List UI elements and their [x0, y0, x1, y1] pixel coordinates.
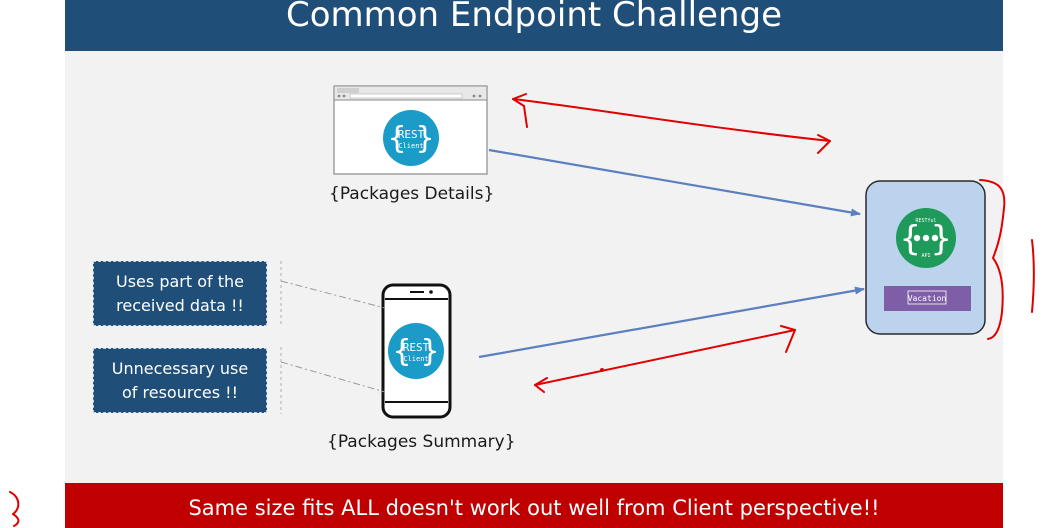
- browser-menu-icon: [472, 94, 476, 98]
- left-brace-icon: {: [900, 219, 920, 259]
- vacation-resource-label: Vacation: [908, 294, 947, 303]
- right-brace-icon: }: [416, 121, 434, 156]
- right-brace-icon: }: [421, 334, 439, 369]
- rest-badge-label: REST: [403, 341, 430, 354]
- annotation-arrow-bottom: [534, 329, 796, 386]
- rest-client-badge-browser: { } REST Client: [383, 110, 439, 166]
- api-badge-top-label: RESTful: [915, 218, 936, 224]
- browser-to-api-arrow: [488, 148, 861, 217]
- annotation-arrowhead-bottom-left: [534, 377, 548, 393]
- annotation-arrowhead-top-right: [817, 134, 831, 154]
- annotation-brace-bottom-left: [9, 491, 20, 527]
- slide-title: Common Endpoint Challenge: [285, 0, 783, 35]
- annotation-stroke-far-right: [1031, 239, 1035, 313]
- right-brace-icon: }: [931, 219, 951, 259]
- mobile-client-caption: {Packages Summary}: [327, 432, 516, 452]
- vacation-resource-bar: [884, 286, 971, 311]
- red-annotations: [9, 93, 1035, 527]
- browser-client-caption: {Packages Details}: [329, 184, 495, 204]
- api-badge-bottom-label: API: [921, 253, 930, 259]
- left-brace-icon: {: [388, 121, 406, 156]
- dot-icon: [913, 234, 921, 242]
- footer-banner-text: Same size fits ALL doesn't work out well…: [188, 496, 880, 520]
- browser-window-icon: [333, 85, 488, 175]
- mobile-to-api-arrow: [478, 286, 865, 359]
- callout-partial-data-text: Uses part of the received data !!: [116, 271, 244, 315]
- annotation-brace-right: [979, 179, 1006, 340]
- rest-badge-label: REST: [398, 128, 425, 141]
- callout-connector-2: [280, 361, 386, 393]
- left-brace-icon: {: [393, 334, 411, 369]
- phone-camera: [429, 290, 433, 294]
- rest-client-badge-mobile: { } REST Client: [388, 323, 444, 379]
- callout-unnecessary-resources: Unnecessary use of resources !!: [93, 348, 267, 413]
- footer-banner: Same size fits ALL doesn't work out well…: [65, 483, 1003, 528]
- callout-unnecessary-resources-text: Unnecessary use of resources !!: [111, 358, 249, 402]
- browser-settings-icon: [478, 94, 482, 98]
- browser-tab: [337, 88, 359, 93]
- callout-partial-data: Uses part of the received data !!: [93, 261, 267, 326]
- dot-icon: [922, 234, 930, 242]
- client-badge-label: Client: [403, 355, 428, 363]
- callout-connector-1: [280, 280, 386, 309]
- browser-address-bar: [349, 93, 463, 99]
- annotation-arrow-top: [512, 98, 831, 142]
- api-server-panel: { } RESTful API Vacation: [865, 180, 986, 335]
- browser-forward-icon: [342, 94, 346, 98]
- browser-back-icon: [337, 94, 341, 98]
- client-badge-label: Client: [398, 142, 423, 150]
- dot-icon: [931, 234, 939, 242]
- annotation-arrowhead-bottom-right: [780, 325, 796, 353]
- title-bar: Common Endpoint Challenge: [65, 0, 1003, 51]
- annotation-dot: [600, 368, 604, 372]
- annotation-arrowhead-top-left: [512, 93, 528, 128]
